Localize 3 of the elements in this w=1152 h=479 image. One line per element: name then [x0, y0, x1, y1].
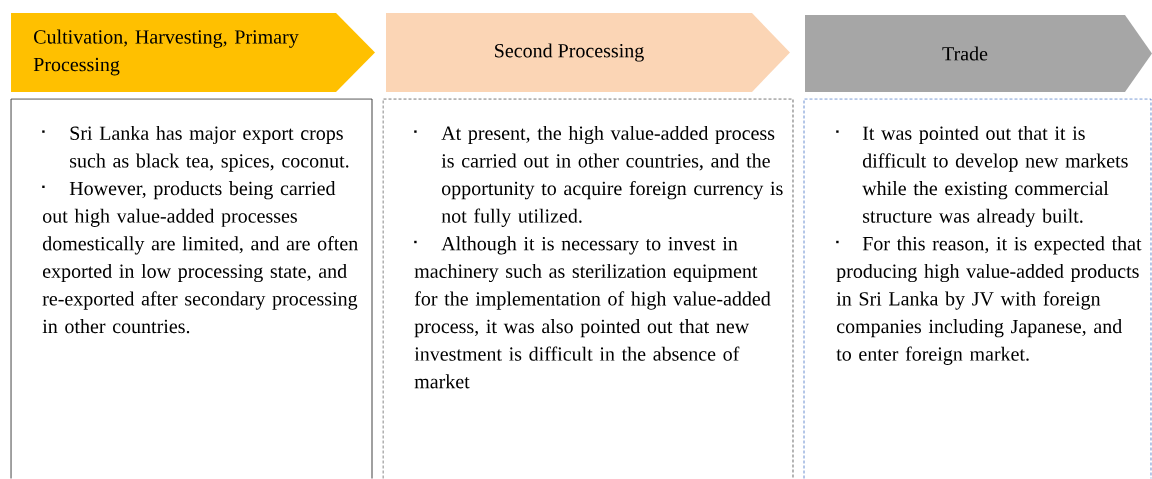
text-box: It was pointed out that it is difficult to develop new markets while the existing commercial structure was already built. For this reason, it is expected that producing high value-added products in Sri Lanka by JV with foreign companies including Japanese, and to enter foreign market.	[803, 98, 1152, 479]
text-box: At present, the high value-added process is carried out in other countries, and the opportunity to acquire foreign currency is not fully utilized. Although it is necessary to invest in machinery such as sterilization equipment for the implementation of high value-added process, it was also pointed out that new investment is difficult in the absence of market	[382, 98, 794, 479]
text-box: Sri Lanka has major export crops such as black tea, spices, coconut. However, products being carried out high value-added processes domestically are limited, and are often exported in low processing state, and re-exported after secondary processing in other countries.	[10, 98, 373, 479]
